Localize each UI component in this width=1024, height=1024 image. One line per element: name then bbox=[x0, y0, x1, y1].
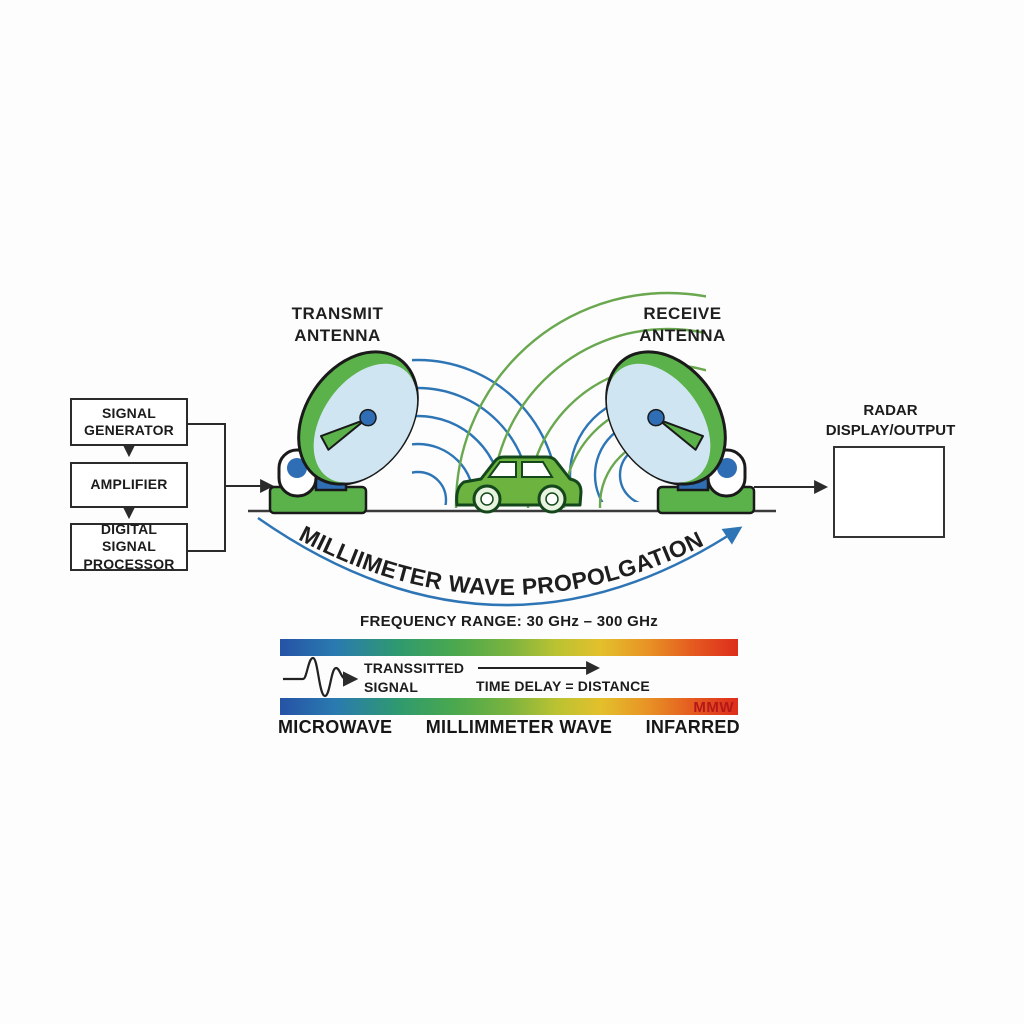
signal-generator-label: SIGNAL GENERATOR bbox=[84, 404, 174, 439]
frequency-range-label: FREQUENCY RANGE: 30 GHz – 300 GHz bbox=[359, 613, 659, 630]
signal-flow-connectors bbox=[122, 423, 829, 552]
radar-display-box bbox=[833, 446, 945, 538]
spectrum-bar-top bbox=[280, 639, 738, 656]
band-labels: MICROWAVE MILLIMMETER WAVE INFARRED bbox=[278, 717, 740, 738]
spectrum-bar-bottom bbox=[280, 698, 738, 715]
dsp-label: DIGITAL SIGNAL PROCESSOR bbox=[83, 520, 175, 572]
signal-generator-block: SIGNAL GENERATOR bbox=[70, 398, 188, 446]
band-infrared: INFARRED bbox=[645, 717, 740, 737]
reflected-waves-icon bbox=[568, 393, 648, 502]
feedback-bus-line bbox=[188, 423, 226, 552]
propagation-label: MILLIIMETER WAVE PROPOLGATION bbox=[295, 520, 706, 600]
amplifier-label: AMPLIFIER bbox=[90, 476, 168, 493]
target-car-icon bbox=[455, 455, 583, 514]
propagation-arc-arrow bbox=[257, 516, 743, 607]
transmit-antenna-icon bbox=[268, 327, 444, 515]
radar-display-label: RADAR DISPLAY/OUTPUT bbox=[825, 402, 956, 439]
amplifier-block: AMPLIFIER bbox=[70, 462, 188, 508]
transmitted-signal-label: TRANSSITTED SIGNAL bbox=[364, 660, 465, 695]
waveform-icon bbox=[283, 656, 359, 698]
time-delay-label: TIME DELAY = DISTANCE bbox=[476, 678, 650, 694]
dsp-block: DIGITAL SIGNAL PROCESSOR bbox=[70, 520, 188, 572]
mmw-tag: MMW bbox=[693, 699, 734, 716]
transmit-antenna-label: TRANSMIT ANTENNA bbox=[291, 304, 384, 346]
band-millimeter-wave: MILLIMMETER WAVE bbox=[425, 717, 613, 737]
band-microwave: MICROWAVE bbox=[278, 717, 393, 737]
receive-antenna-label: RECEIVE ANTENNA bbox=[639, 304, 726, 346]
propagation-label-text: MILLIIMETER WAVE PROPOLGATION bbox=[295, 520, 707, 600]
